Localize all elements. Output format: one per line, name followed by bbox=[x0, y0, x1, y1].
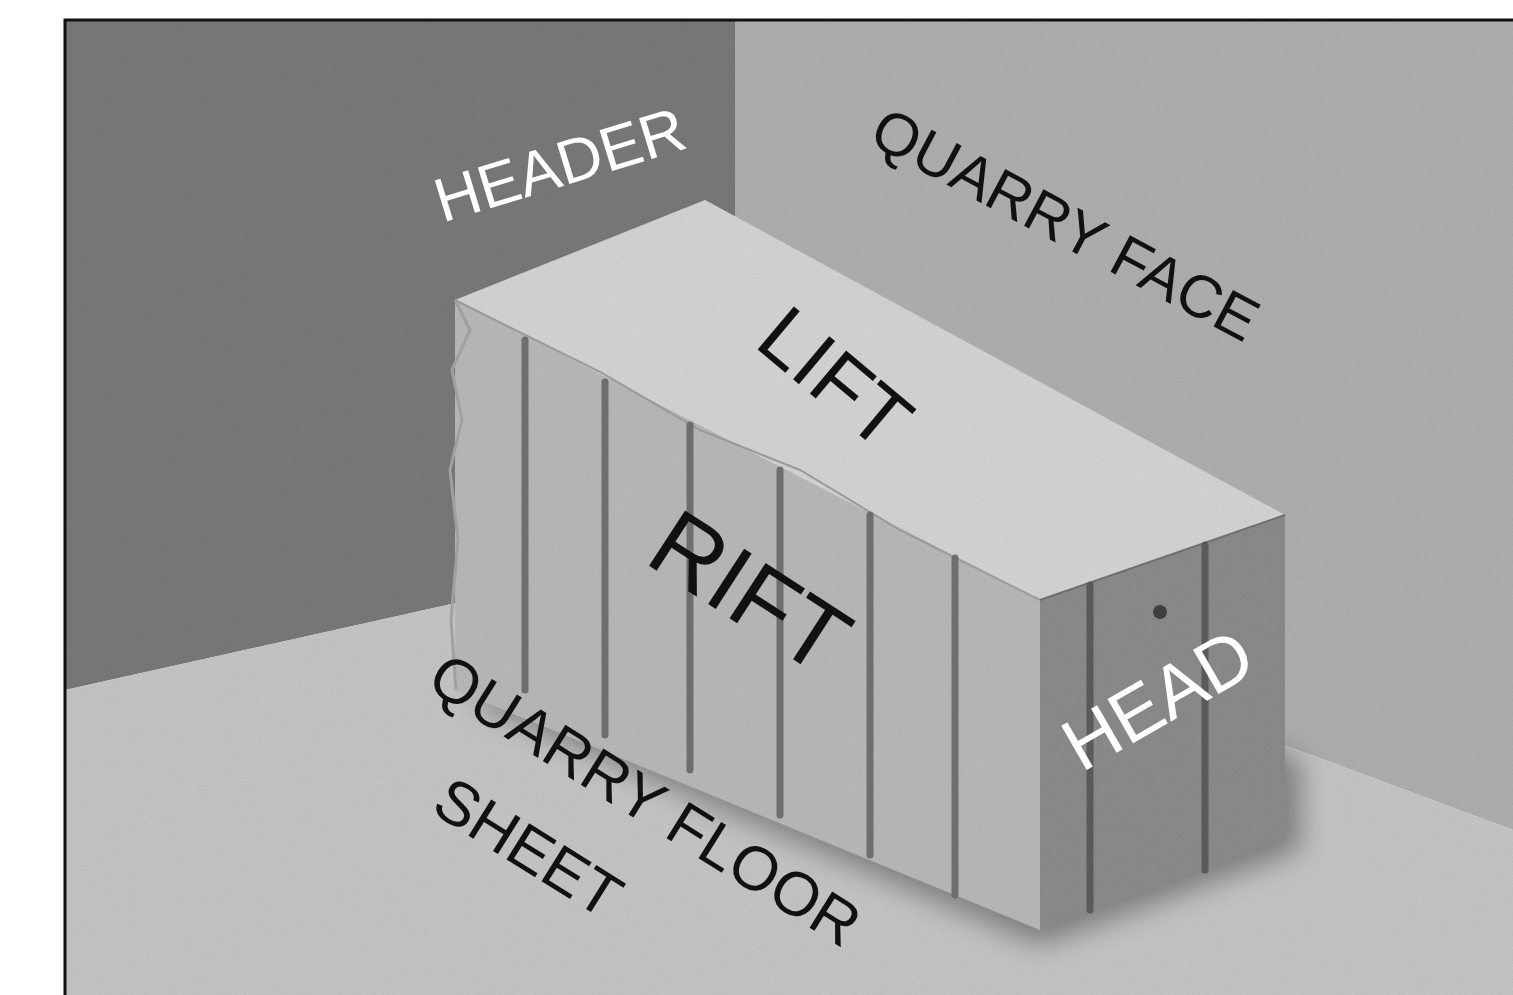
rough-edge bbox=[1040, 515, 1285, 600]
part-name: LIFT bbox=[744, 292, 926, 463]
drill-hole bbox=[1153, 605, 1167, 619]
part-name: HEADER bbox=[427, 98, 692, 233]
part-name: HEAD bbox=[1050, 617, 1265, 784]
frame bbox=[65, 20, 1513, 995]
part-name: RIFT bbox=[634, 494, 865, 691]
rough-edge bbox=[450, 300, 470, 690]
part-name: QUARRY FACE bbox=[862, 98, 1268, 352]
